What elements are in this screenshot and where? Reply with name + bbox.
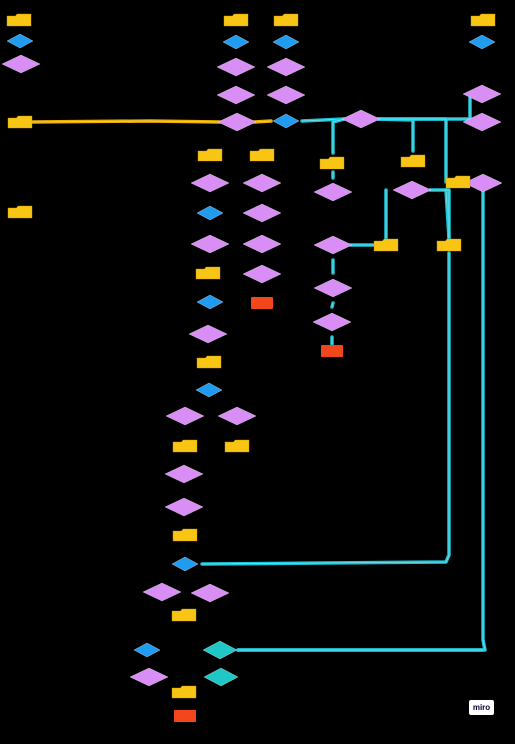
node-folder-f15[interactable] (195, 266, 221, 280)
connector-f14-b9[interactable] (200, 251, 451, 566)
node-diamond-blue-b7[interactable] (196, 294, 224, 310)
connector-p9-f11[interactable] (376, 117, 415, 153)
node-diamond-pink-p25[interactable] (217, 406, 257, 426)
node-folder-f16[interactable] (196, 355, 222, 369)
node-diamond-pink-p9[interactable] (341, 109, 381, 129)
node-folder-f20[interactable] (171, 608, 197, 622)
node-folder-f19[interactable] (172, 528, 198, 542)
connector-p9-f10[interactable] (331, 117, 346, 155)
connector-f2-p4[interactable] (29, 119, 222, 124)
node-folder-f10[interactable] (319, 156, 345, 170)
node-diamond-pink-p11[interactable] (463, 173, 503, 193)
node-diamond-pink-p17[interactable] (242, 264, 282, 284)
node-diamond-pink-p24[interactable] (165, 406, 205, 426)
node-diamond-blue-b6[interactable] (196, 205, 224, 221)
node-diamond-pink-p2[interactable] (216, 57, 256, 77)
node-diamond-pink-p20[interactable] (392, 180, 432, 200)
node-terminal-t3[interactable] (174, 710, 196, 722)
node-diamond-blue-b8[interactable] (195, 382, 223, 398)
node-diamond-teal-tl2[interactable] (203, 667, 239, 687)
node-terminal-t2[interactable] (321, 345, 343, 357)
node-diamond-pink-p28[interactable] (142, 582, 182, 602)
node-diamond-pink-p29[interactable] (190, 583, 230, 603)
node-diamond-pink-p7[interactable] (462, 84, 502, 104)
node-folder-f18[interactable] (224, 439, 250, 453)
connector-p9-f12[interactable] (376, 117, 448, 184)
connector-p13-f14[interactable] (428, 188, 451, 240)
node-diamond-pink-p10[interactable] (190, 173, 230, 193)
node-diamond-blue-b4[interactable] (272, 113, 300, 129)
node-folder-f8[interactable] (197, 148, 223, 162)
node-diamond-pink-p1[interactable] (1, 54, 41, 74)
node-diamond-pink-p14[interactable] (242, 203, 282, 223)
node-folder-f5[interactable] (273, 13, 299, 27)
node-folder-f17[interactable] (172, 439, 198, 453)
node-diamond-pink-p21[interactable] (313, 278, 353, 298)
node-diamond-blue-b3[interactable] (272, 34, 300, 50)
node-folder-f11[interactable] (400, 154, 426, 168)
node-diamond-pink-p5[interactable] (216, 85, 256, 105)
node-diamond-pink-p19[interactable] (313, 235, 353, 255)
node-diamond-blue-b5[interactable] (468, 34, 496, 50)
node-diamond-pink-p26[interactable] (164, 464, 204, 484)
node-folder-f9[interactable] (249, 148, 275, 162)
node-folder-f12[interactable] (445, 175, 471, 189)
node-diamond-pink-p15[interactable] (190, 234, 230, 254)
node-diamond-teal-tl1[interactable] (202, 640, 238, 660)
node-diamond-pink-p4[interactable] (217, 112, 257, 132)
node-folder-f2[interactable] (7, 115, 33, 129)
node-diamond-pink-p23[interactable] (188, 324, 228, 344)
connectors-layer (29, 92, 487, 652)
node-folder-f21[interactable] (171, 685, 197, 699)
node-diamond-pink-p13[interactable] (313, 182, 353, 202)
connector-p21-p22[interactable] (330, 301, 335, 309)
node-diamond-pink-p22[interactable] (312, 312, 352, 332)
node-diamond-pink-p6[interactable] (266, 85, 306, 105)
node-folder-f4[interactable] (223, 13, 249, 27)
connector-p9-p7[interactable] (376, 92, 472, 121)
node-folder-f1[interactable] (6, 13, 32, 27)
node-diamond-pink-p12[interactable] (242, 173, 282, 193)
node-folder-f3[interactable] (7, 205, 33, 219)
node-diamond-pink-p3[interactable] (266, 57, 306, 77)
node-folder-f13[interactable] (373, 238, 399, 252)
node-diamond-blue-b9[interactable] (171, 556, 199, 572)
node-diamond-pink-p8[interactable] (462, 112, 502, 132)
node-diamond-blue-b10[interactable] (133, 642, 161, 658)
node-terminal-t1[interactable] (251, 297, 273, 309)
connector-p4-b4[interactable] (252, 119, 273, 124)
node-folder-f6[interactable] (470, 13, 496, 27)
node-diamond-pink-p30[interactable] (129, 667, 169, 687)
miro-logo-badge: miro (469, 700, 494, 715)
node-diamond-pink-p16[interactable] (242, 234, 282, 254)
node-folder-f14[interactable] (436, 238, 462, 252)
node-diamond-pink-p27[interactable] (164, 497, 204, 517)
node-diamond-blue-b1[interactable] (6, 33, 34, 49)
nodes-layer (1, 13, 503, 722)
node-diamond-blue-b2[interactable] (222, 34, 250, 50)
